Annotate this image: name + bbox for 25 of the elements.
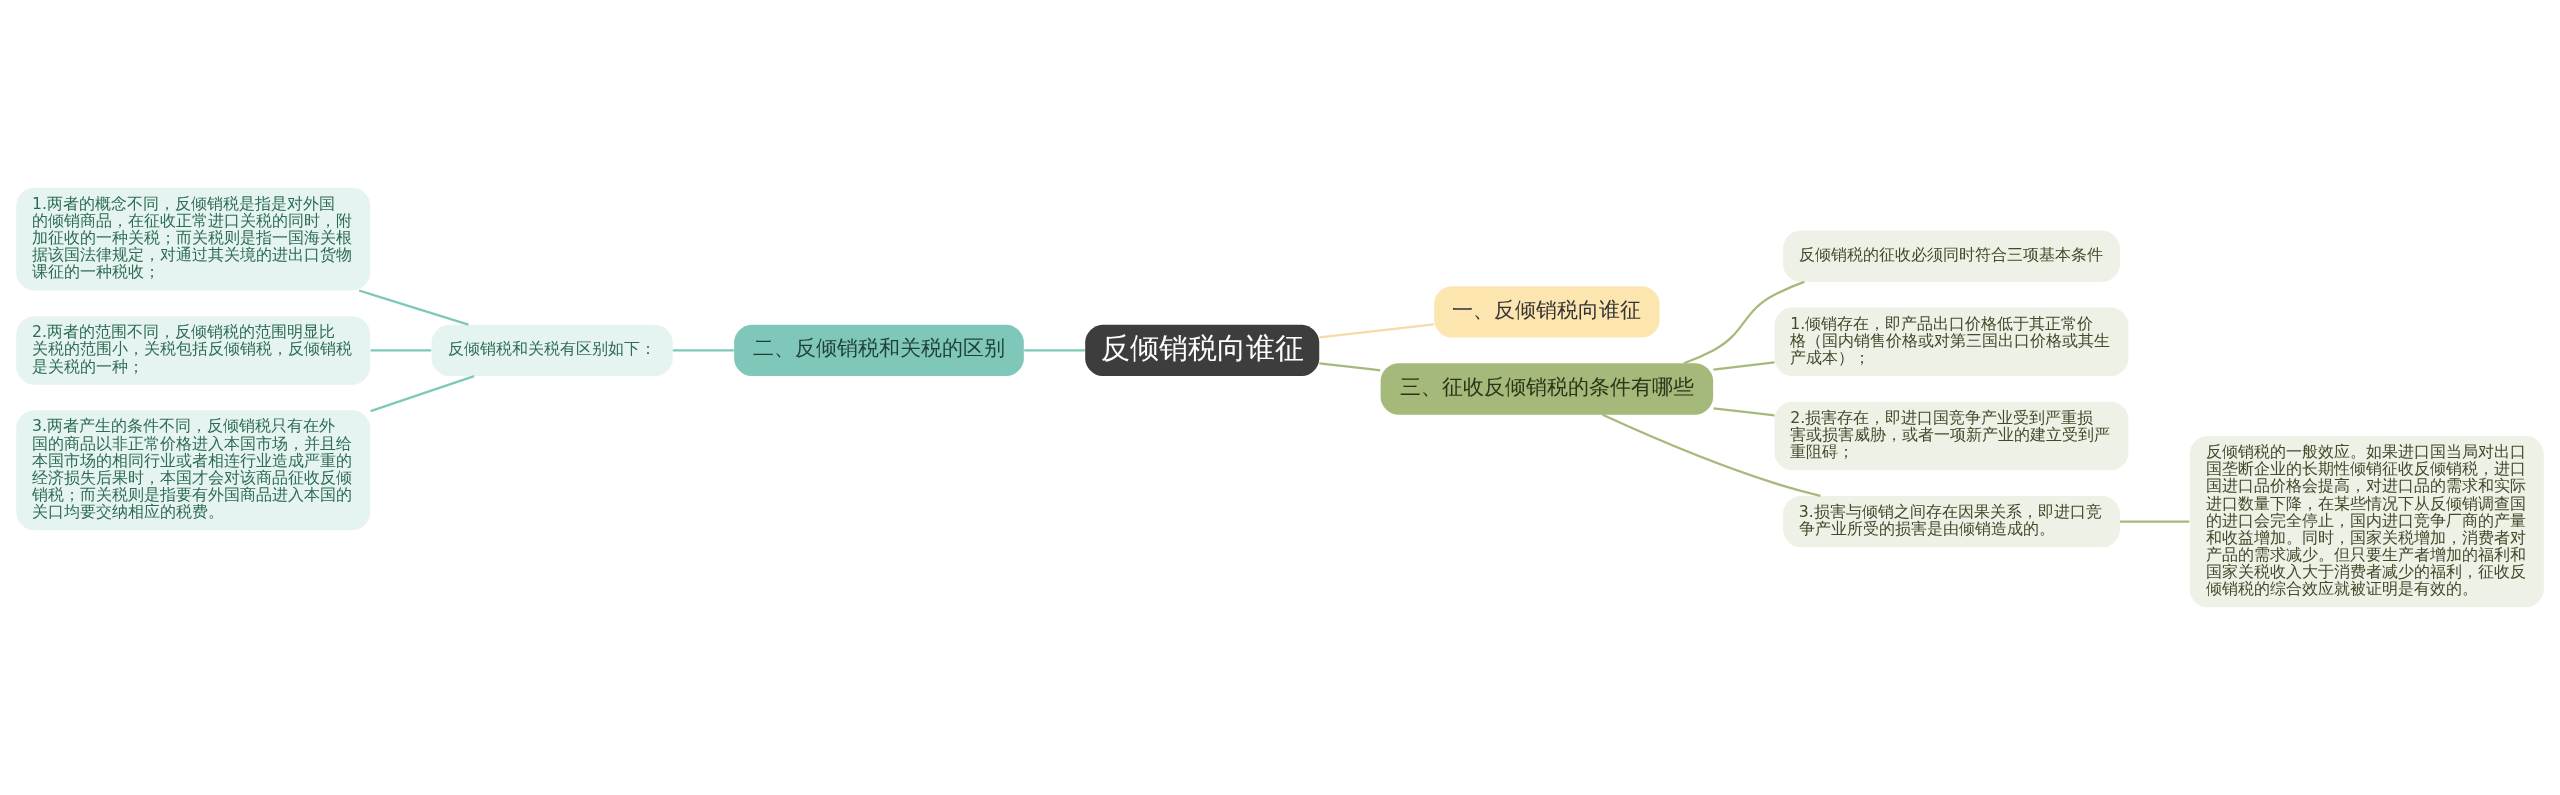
connector xyxy=(370,375,475,413)
connector xyxy=(2120,520,2190,523)
node-box: 一、反倾销税向谁征 xyxy=(1434,286,1660,338)
connector xyxy=(358,289,469,326)
connector xyxy=(1024,349,1085,352)
node-box: 2.损害存在，即进口国竞争产业受到严重损害或损害威胁，或者一项新产业的建立受到严重阻碍； xyxy=(1774,401,2129,471)
node-box: 二、反倾销税和关税的区别 xyxy=(734,324,1024,377)
connector xyxy=(1683,280,1805,365)
node-box: 2.两者的范围不同，反倾销税的范围明显比关税的范围小，关税包括反倾销税，反倾销税是关税的一种； xyxy=(16,316,371,385)
connector xyxy=(370,349,432,352)
node-box: 反倾销税向谁征 xyxy=(1085,324,1320,377)
node-box: 1.倾销存在，即产品出口价格低于其正常价格（国内销售价格或对第三国出口价格或其生产成本）； xyxy=(1774,307,2129,377)
node-box: 三、征收反倾销税的条件有哪些 xyxy=(1380,363,1714,415)
node-box: 反倾销税的征收必须同时符合三项基本条件 xyxy=(1783,230,2120,282)
node-box: 反倾销税的一般效应。如果进口国当局对出口国垄断企业的长期性倾销征收反倾销税，进口国进口品价格会提高，对进口品的需求和实际进口数量下降，在某些情况下从反倾销调查国的进口会完全停止，国内进口竞争厂商的产量和收益增加。同时，国家关税增加，消费者对产品的需求减少。但只要生产者增加的福利和国家关税收入大于消费者减少的福利，征收反倾销税的综合效应就被证明是有效的。 xyxy=(2189,436,2544,608)
node-box: 1.两者的概念不同，反倾销税是指是对外国的倾销商品，在征收正常进口关税的同时，附加征收的一种关税；而关税则是指一国海关根据该国法律规定，对通过其关境的进出口货物课征的一种税收； xyxy=(16,187,371,291)
node-box: 3.两者产生的条件不同，反倾销税只有在外国的商品以非正常价格进入本国市场，并且给本国市场的相同行业或者相连行业造成严重的经济损失后果时，本国才会对该商品征收反倾销税；而关税则是指要有外国商品进入本国的关口均要交纳相应的税费。 xyxy=(16,410,371,531)
connector xyxy=(1319,323,1435,339)
node-box: 反倾销税和关税有区别如下： xyxy=(431,324,673,377)
connector xyxy=(1319,362,1381,372)
connector xyxy=(672,349,734,352)
connector xyxy=(1713,361,1775,371)
connector xyxy=(1602,413,1821,498)
connector xyxy=(1713,407,1775,417)
node-box: 3.损害与倾销之间存在因果关系，即进口竞争产业所受的损害是由倾销造成的。 xyxy=(1783,495,2120,548)
